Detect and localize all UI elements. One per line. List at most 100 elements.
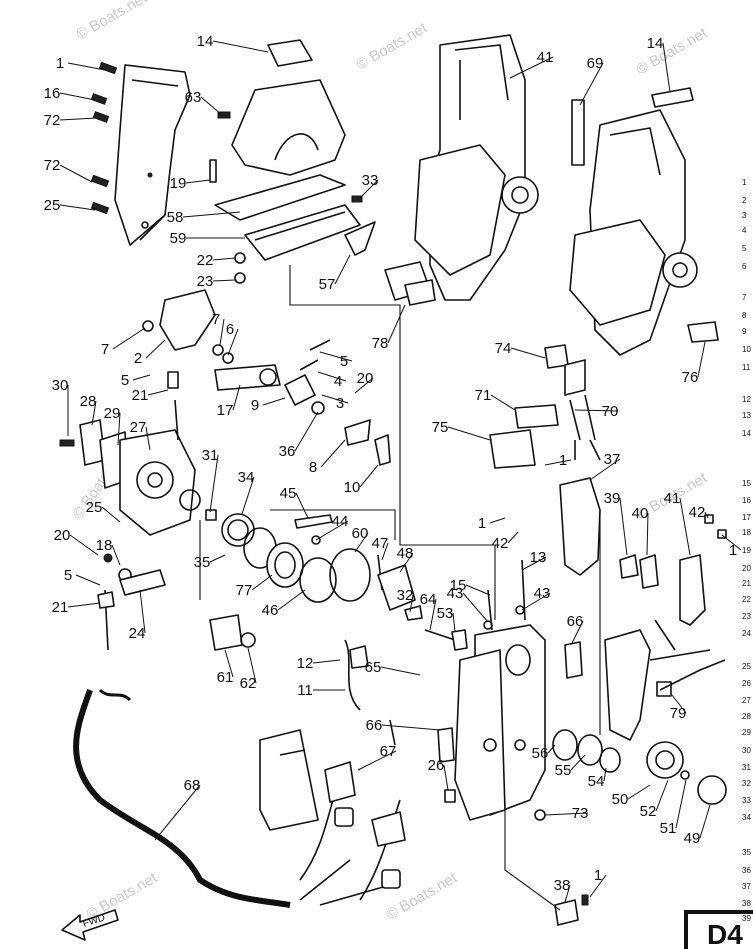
- callout-15: 15: [450, 577, 467, 594]
- leader-line: [91, 400, 97, 426]
- leader-line: [232, 384, 241, 411]
- callout-28: 28: [80, 393, 97, 410]
- callout-47: 47: [372, 535, 389, 552]
- leader-line: [212, 257, 236, 261]
- callout-20: 20: [54, 527, 71, 544]
- callout-35: 35: [194, 554, 211, 571]
- edge-index-number: 16: [742, 496, 751, 505]
- leader-line: [251, 574, 273, 591]
- leader-line: [317, 371, 347, 382]
- callout-29: 29: [104, 405, 121, 422]
- callout-62: 62: [240, 675, 257, 692]
- bracket-38: [554, 894, 589, 926]
- callout-79: 79: [670, 705, 687, 722]
- edge-index-number: 14: [742, 429, 751, 438]
- callout-59: 59: [170, 230, 187, 247]
- callout-52: 52: [640, 803, 657, 820]
- leader-line: [357, 750, 397, 771]
- callout-76: 76: [682, 369, 699, 386]
- callout-48: 48: [397, 545, 414, 562]
- callout-31: 31: [202, 447, 219, 464]
- leader-line: [544, 812, 589, 816]
- callout-78: 78: [372, 335, 389, 352]
- leader-line: [200, 96, 223, 116]
- leader-line: [490, 394, 516, 411]
- section-corner-box: D4: [684, 910, 753, 949]
- callout-67: 67: [380, 743, 397, 760]
- leader-line: [603, 767, 607, 782]
- callout-70: 70: [602, 403, 619, 420]
- watermark-text: © Boats.net: [354, 19, 431, 73]
- leader-line: [671, 694, 687, 714]
- leader-line: [387, 304, 406, 344]
- callout-27: 27: [130, 419, 147, 436]
- callout-14: 14: [197, 33, 214, 50]
- callout-38: 38: [554, 877, 571, 894]
- leader-line: [489, 517, 506, 524]
- plates-and-cables: [489, 394, 601, 469]
- leader-line: [67, 62, 106, 71]
- callout-43: 43: [447, 585, 464, 602]
- callout-57: 57: [319, 276, 336, 293]
- callout-1: 1: [478, 515, 486, 532]
- reference-lines: [199, 265, 601, 911]
- leader-line: [147, 389, 169, 396]
- callout-23: 23: [197, 273, 214, 290]
- leader-line: [59, 92, 96, 101]
- bracket-57: [344, 221, 376, 256]
- leader-line: [570, 754, 586, 771]
- callout-8: 8: [309, 459, 317, 476]
- leader-line: [212, 40, 269, 53]
- leader-line: [409, 594, 414, 613]
- top-cover-assembly: [209, 39, 376, 284]
- edge-index-number: 2: [742, 196, 747, 205]
- callout-20: 20: [357, 370, 374, 387]
- callout-1: 1: [559, 452, 567, 469]
- callout-5: 5: [340, 353, 348, 370]
- leader-line: [185, 179, 211, 184]
- edge-index-number: 31: [742, 763, 751, 772]
- leader-line: [262, 397, 286, 406]
- leader-line: [510, 347, 546, 359]
- friction-parts: [205, 509, 371, 603]
- leader-line: [75, 574, 101, 586]
- leader-line: [354, 377, 374, 394]
- cable-79: [656, 659, 726, 697]
- callout-1: 1: [594, 867, 602, 884]
- edge-index-number: 20: [742, 564, 751, 573]
- edge-index-numbers: 1234567891011121314151617181920212223242…: [742, 178, 751, 923]
- leader-line: [646, 512, 649, 556]
- leader-line: [380, 666, 421, 676]
- leader-line: [277, 589, 306, 611]
- top-cover: [231, 79, 346, 176]
- side-cover-plate: [114, 64, 191, 246]
- leader-line: [321, 394, 349, 404]
- callout-1: 1: [729, 542, 737, 559]
- callout-7: 7: [101, 341, 109, 358]
- callout-72: 72: [44, 112, 61, 129]
- leader-line: [675, 779, 687, 829]
- leader-line: [241, 476, 255, 515]
- callout-12: 12: [297, 655, 314, 672]
- edge-index-number: 3: [742, 211, 747, 220]
- edge-index-number: 19: [742, 546, 751, 555]
- callout-1: 1: [56, 55, 64, 72]
- callout-34: 34: [238, 469, 255, 486]
- callout-64: 64: [420, 591, 437, 608]
- leader-line: [224, 649, 234, 678]
- leader-line: [112, 327, 146, 350]
- center-control-box: [437, 559, 583, 821]
- edge-index-number: 21: [742, 579, 751, 588]
- leader-line: [704, 511, 709, 519]
- leader-line: [59, 164, 93, 183]
- callout-53: 53: [437, 605, 454, 622]
- leader-line: [67, 602, 101, 608]
- callout-60: 60: [352, 525, 369, 542]
- lower-housing-outline: [259, 729, 319, 831]
- edge-index-number: 28: [742, 712, 751, 721]
- leader-line: [521, 556, 547, 571]
- leader-line: [571, 620, 584, 644]
- edge-index-number: 10: [742, 345, 751, 354]
- callout-68: 68: [184, 777, 201, 794]
- leader-line: [319, 351, 353, 362]
